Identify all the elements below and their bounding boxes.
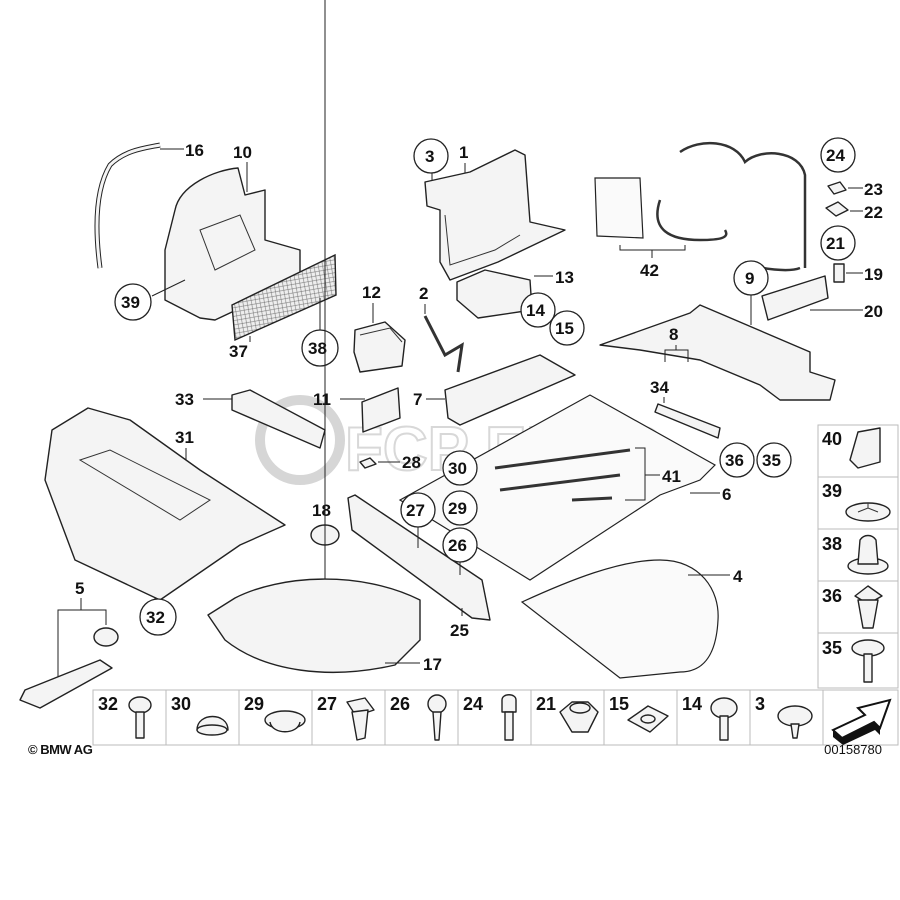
fastener-35-screw[interactable]: 35 xyxy=(822,638,885,683)
callout-30: 30 xyxy=(448,459,467,478)
callout-42: 42 xyxy=(640,261,659,280)
callout-24: 24 xyxy=(826,146,845,165)
callout-6: 6 xyxy=(722,485,731,504)
side-label-36: 36 xyxy=(822,586,842,606)
callout-21: 21 xyxy=(826,234,845,253)
callout-8: 8 xyxy=(669,325,678,344)
callout-29: 29 xyxy=(448,499,467,518)
side-label-39: 39 xyxy=(822,481,842,501)
callout-23: 23 xyxy=(864,180,883,199)
part-4-cover[interactable]: 4 xyxy=(520,559,743,679)
callout-20: 20 xyxy=(864,302,883,321)
part-7-trim-strip[interactable]: 7 xyxy=(413,354,576,426)
fastener-15-clip[interactable]: 15 xyxy=(609,694,669,733)
bottom-label-3: 3 xyxy=(755,694,765,714)
fastener-29-plug[interactable]: 29 xyxy=(244,694,306,733)
drawing-number: 00158780 xyxy=(824,742,882,757)
callout-39: 39 xyxy=(121,293,140,312)
callout-25: 25 xyxy=(450,621,469,640)
fastener-39-push-nut[interactable]: 39 xyxy=(822,481,891,522)
callout-12: 12 xyxy=(362,283,381,302)
part-37-luggage-net[interactable]: 37 xyxy=(229,253,337,361)
callout-38: 38 xyxy=(308,339,327,358)
fastener-40-clip[interactable]: 40 xyxy=(822,427,881,469)
callout-15: 15 xyxy=(555,319,574,338)
part-13-first-aid-box[interactable]: 13 14 15 xyxy=(456,268,585,346)
part-33-11-28-small-parts[interactable]: 33 11 28 xyxy=(175,387,421,472)
fastener-38-rivet[interactable]: 38 xyxy=(822,534,889,575)
callout-2: 2 xyxy=(419,284,428,303)
fastener-24-bolt[interactable]: 24 xyxy=(463,694,517,741)
fastener-26-screw[interactable]: 26 xyxy=(390,694,447,741)
bottom-label-21: 21 xyxy=(536,694,556,714)
callout-5: 5 xyxy=(75,579,84,598)
part-6-floor-mat[interactable]: 6 xyxy=(398,394,731,581)
callout-26: 26 xyxy=(448,536,467,555)
callout-7: 7 xyxy=(413,390,422,409)
part-41-tie-down-straps[interactable]: 41 xyxy=(494,447,681,502)
callout-36-35-group: 36 35 xyxy=(719,442,792,478)
callout-33: 33 xyxy=(175,390,194,409)
part-31-trunk-lid-trim[interactable]: 31 xyxy=(44,407,286,601)
callout-34: 34 xyxy=(650,378,669,397)
callout-17: 17 xyxy=(423,655,442,674)
part-25-loading-sill-trim[interactable]: 27 30 29 26 25 xyxy=(347,450,491,640)
fastener-30-cap[interactable]: 30 xyxy=(171,694,229,736)
callout-28: 28 xyxy=(402,453,421,472)
callout-35: 35 xyxy=(762,451,781,470)
fastener-3-rivet[interactable]: 3 xyxy=(755,694,813,739)
part-1-side-trim-right[interactable]: 3 1 xyxy=(413,138,566,281)
callout-14: 14 xyxy=(526,301,545,320)
part-group-19-24[interactable]: 24 23 22 21 19 20 xyxy=(761,137,883,321)
callout-16: 16 xyxy=(185,141,204,160)
part-10-side-trim[interactable]: 10 xyxy=(164,143,301,321)
callout-3: 3 xyxy=(425,147,434,166)
bottom-fastener-panel: 32 30 29 27 26 24 21 xyxy=(92,689,899,746)
callout-36: 36 xyxy=(725,451,744,470)
bottom-label-27: 27 xyxy=(317,694,337,714)
fastener-14-screw[interactable]: 14 xyxy=(682,694,738,741)
part-17-spare-wheel-well[interactable]: 18 17 xyxy=(207,0,442,674)
fastener-36-clip-nut[interactable]: 36 xyxy=(822,585,883,629)
callout-39-group: 39 xyxy=(114,279,186,321)
bottom-label-29: 29 xyxy=(244,694,264,714)
bottom-label-14: 14 xyxy=(682,694,702,714)
arrow-icon xyxy=(831,698,892,745)
callout-31: 31 xyxy=(175,428,194,447)
fastener-32-expanding-rivet[interactable]: 32 xyxy=(98,694,152,739)
copyright-text: © BMW AG xyxy=(28,742,93,757)
callout-1: 1 xyxy=(459,143,468,162)
fastener-27-grommet[interactable]: 27 xyxy=(317,694,375,741)
part-2-bracket[interactable]: 2 xyxy=(419,284,464,373)
callout-32: 32 xyxy=(146,608,165,627)
bottom-label-15: 15 xyxy=(609,694,629,714)
part-42-storage-bag[interactable]: 42 xyxy=(594,141,807,280)
callout-38-group: 38 xyxy=(301,298,339,367)
part-12-storage-tray[interactable]: 12 xyxy=(353,283,406,373)
side-label-38: 38 xyxy=(822,534,842,554)
bottom-label-30: 30 xyxy=(171,694,191,714)
part-5-trunk-handle[interactable]: 5 xyxy=(19,579,119,709)
side-label-40: 40 xyxy=(822,429,842,449)
bottom-label-32: 32 xyxy=(98,694,118,714)
callout-41: 41 xyxy=(662,467,681,486)
bottom-label-26: 26 xyxy=(390,694,410,714)
callout-22: 22 xyxy=(864,203,883,222)
fastener-21-nut[interactable]: 21 xyxy=(536,694,599,733)
part-16-cable-channel[interactable]: 16 xyxy=(94,141,204,269)
callout-19: 19 xyxy=(864,265,883,284)
callout-11: 11 xyxy=(313,390,331,409)
callout-9: 9 xyxy=(745,269,754,288)
callout-18: 18 xyxy=(312,501,331,520)
side-fastener-panel: 40 39 38 36 35 xyxy=(817,424,899,689)
part-9-floor-panel[interactable]: 9 8 34 xyxy=(599,260,836,439)
side-label-35: 35 xyxy=(822,638,842,658)
callout-27: 27 xyxy=(406,501,425,520)
bottom-label-24: 24 xyxy=(463,694,483,714)
callout-37: 37 xyxy=(229,342,248,361)
callout-4: 4 xyxy=(733,567,743,586)
callout-13: 13 xyxy=(555,268,574,287)
callout-32-group: 32 xyxy=(139,597,177,636)
callout-10: 10 xyxy=(233,143,252,162)
